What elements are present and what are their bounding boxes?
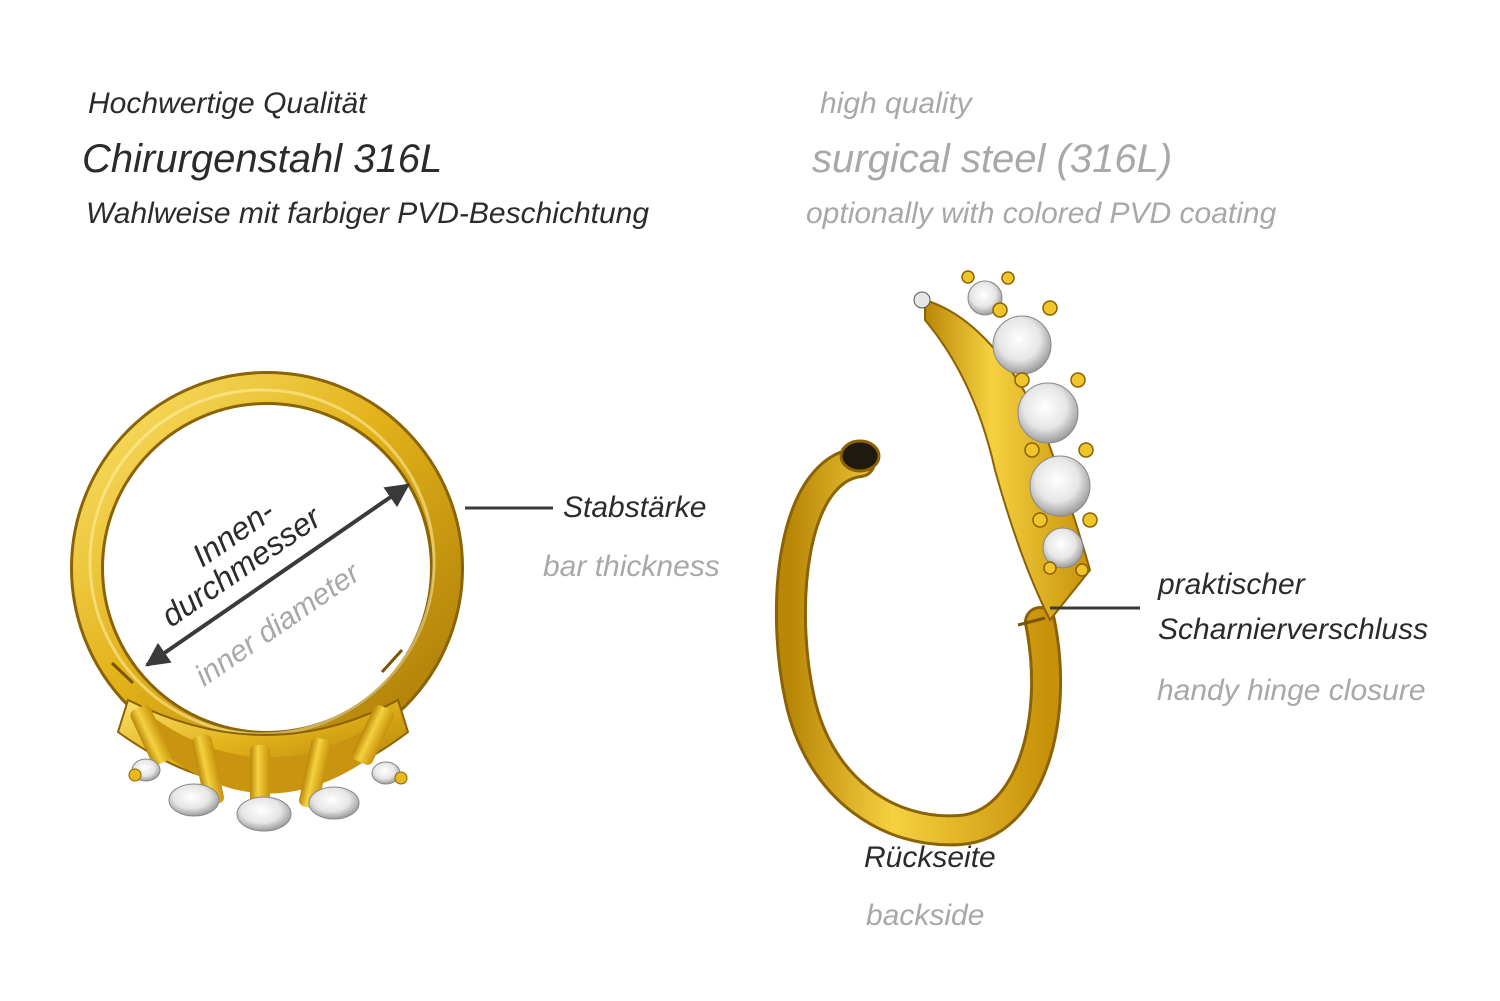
back-gem — [1017, 382, 1079, 444]
quality-label-en: high quality — [820, 87, 972, 120]
front-gem — [168, 783, 220, 817]
material-label-de: Chirurgenstahl 316L — [82, 137, 443, 181]
backside-label-de: Rückseite — [864, 841, 996, 874]
front-ring — [70, 371, 464, 832]
front-gem — [236, 796, 292, 832]
quality-label-de: Hochwertige Qualität — [88, 87, 367, 120]
diameter-arrow — [145, 483, 410, 667]
hinge-label-de-2: Scharnierverschluss — [1158, 613, 1429, 646]
front-gem-setting — [116, 698, 410, 832]
back-ring — [774, 270, 1098, 847]
hinge-label-de-1: praktischer — [1158, 568, 1305, 601]
bar-thickness-label-de: Stabstärke — [563, 491, 707, 524]
front-gem — [308, 786, 360, 820]
back-gem — [1042, 527, 1084, 569]
backside-label-en: backside — [866, 899, 985, 932]
material-label-en: surgical steel (316L) — [812, 137, 1173, 181]
back-gem — [1029, 455, 1091, 517]
hinge-label-en: handy hinge closure — [1157, 674, 1426, 707]
back-gem — [992, 315, 1052, 375]
bar-thickness-label-en: bar thickness — [543, 550, 720, 583]
coating-label-en: optionally with colored PVD coating — [806, 197, 1277, 230]
back-gem-setting — [913, 270, 1098, 622]
coating-label-de: Wahlweise mit farbiger PVD-Beschichtung — [86, 197, 650, 230]
